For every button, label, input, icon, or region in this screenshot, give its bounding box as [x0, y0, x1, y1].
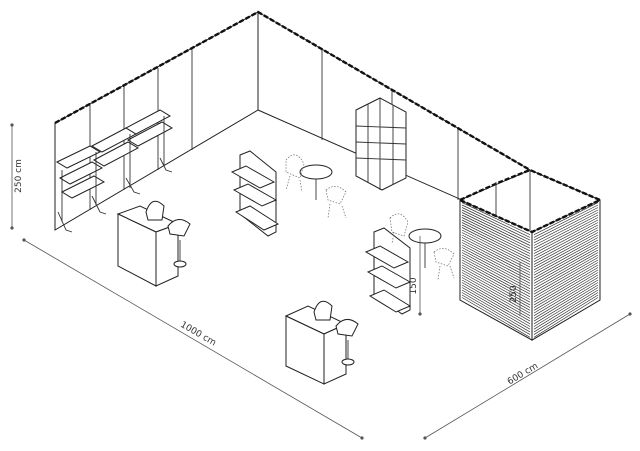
slat-line	[461, 217, 531, 252]
slat-line	[461, 224, 531, 260]
wall-shelving	[55, 109, 174, 233]
slat-line	[533, 204, 599, 238]
cube-shelf-unit	[355, 97, 407, 191]
slat-line	[461, 207, 531, 241]
slat-line	[533, 284, 599, 325]
slat-line	[461, 284, 531, 325]
slat-line	[461, 247, 531, 284]
slat-line	[461, 294, 531, 335]
slat-line	[533, 274, 599, 314]
room-height-label: 250	[509, 285, 519, 302]
slat-line	[533, 234, 599, 271]
slat-line	[461, 229, 531, 265]
slat-line	[533, 294, 599, 335]
center-display-stand	[230, 150, 280, 237]
slat-line	[461, 257, 531, 295]
slat-line	[533, 229, 599, 265]
slat-line	[461, 237, 531, 273]
slat-line	[533, 282, 599, 322]
slat-line	[461, 269, 531, 308]
slat-line	[533, 277, 599, 317]
slat-line	[533, 217, 599, 252]
slat-line	[461, 272, 531, 311]
slat-line	[533, 252, 599, 290]
slat-line	[461, 227, 531, 263]
stand-height-label: 150	[409, 277, 419, 294]
slat-line	[533, 269, 599, 308]
slat-line	[461, 219, 531, 254]
slat-line	[533, 297, 599, 338]
slat-line	[533, 207, 599, 241]
slat-line	[461, 289, 531, 330]
slat-line	[461, 264, 531, 303]
slat-line	[533, 259, 599, 298]
slat-line	[533, 219, 599, 254]
slat-line	[461, 249, 531, 287]
slat-line	[533, 247, 599, 284]
slat-line	[461, 202, 531, 236]
slat-line	[533, 254, 599, 292]
left-chairs	[145, 200, 191, 268]
slat-line	[461, 244, 531, 281]
slat-line	[461, 297, 531, 338]
slat-line	[533, 279, 599, 319]
height-dimension-label: 250 cm	[14, 159, 24, 193]
slat-line	[533, 214, 599, 249]
slat-line	[533, 244, 599, 281]
front-chairs	[313, 300, 359, 366]
slat-line	[461, 279, 531, 319]
slat-line	[533, 287, 599, 327]
slat-line	[461, 274, 531, 314]
slat-line	[461, 277, 531, 317]
dimension-lines	[10, 123, 632, 440]
slat-line	[533, 232, 599, 268]
slat-line	[461, 292, 531, 333]
slat-line	[461, 254, 531, 292]
right-table-set	[389, 213, 455, 281]
slat-line	[533, 249, 599, 287]
right-display-stand	[364, 227, 412, 315]
slat-line	[461, 259, 531, 298]
slat-line	[533, 262, 599, 300]
slat-line	[461, 234, 531, 271]
storage-wall-slats	[461, 202, 599, 338]
slat-line	[461, 252, 531, 290]
center-table-set	[285, 154, 347, 219]
slat-line	[461, 262, 531, 300]
slat-line	[461, 242, 531, 279]
slat-line	[461, 214, 531, 249]
slat-line	[533, 257, 599, 295]
slat-line	[461, 204, 531, 238]
slat-line	[461, 282, 531, 322]
slat-line	[533, 239, 599, 276]
slat-line	[533, 289, 599, 330]
slat-line	[533, 264, 599, 303]
top-frame	[54, 10, 531, 172]
slat-line	[461, 287, 531, 327]
slat-line	[533, 212, 599, 246]
slat-line	[461, 222, 531, 257]
slat-line	[533, 272, 599, 311]
slat-line	[533, 227, 599, 263]
slat-line	[533, 202, 599, 236]
width-dimension-label: 600 cm	[506, 361, 540, 387]
slat-line	[461, 232, 531, 268]
slat-line	[533, 209, 599, 244]
slat-line	[461, 212, 531, 246]
slat-line	[461, 267, 531, 306]
slat-line	[533, 222, 599, 257]
slat-line	[533, 237, 599, 273]
slat-line	[533, 267, 599, 306]
slat-line	[461, 239, 531, 276]
slat-line	[461, 209, 531, 244]
slat-line	[533, 292, 599, 333]
slat-line	[533, 242, 599, 279]
slat-line	[533, 224, 599, 260]
